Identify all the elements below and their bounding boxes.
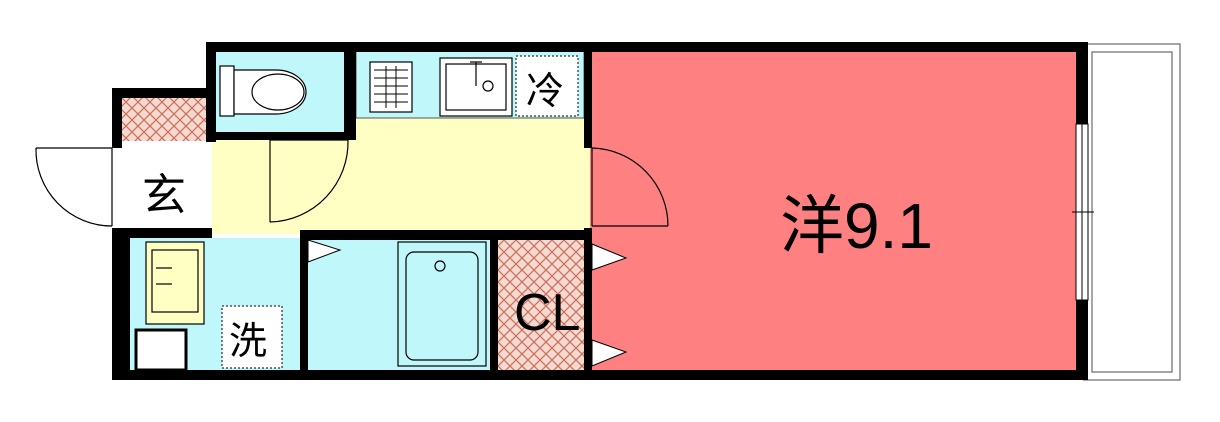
shoe-storage <box>122 96 210 141</box>
kitchen-sink-icon <box>439 57 513 117</box>
entrance-door <box>35 147 113 227</box>
entrance-label: 玄 <box>142 170 186 221</box>
closet-doors <box>591 243 628 367</box>
closet <box>498 238 586 370</box>
fridge-label: 冷 <box>526 69 564 113</box>
fridge-space <box>515 55 579 117</box>
western-door <box>591 147 670 228</box>
balcony <box>1083 43 1181 381</box>
window <box>1072 123 1094 301</box>
western-room-label: 洋9.1 <box>780 190 933 262</box>
toilet-door <box>269 139 349 223</box>
entrance-floor <box>122 148 212 230</box>
closet-label: CL <box>514 284 580 342</box>
stove-icon <box>369 61 413 113</box>
washroom-storage <box>134 328 188 372</box>
western-room <box>590 50 1080 375</box>
washer-space <box>221 305 283 369</box>
wash-basin-icon <box>145 241 205 325</box>
bathroom-door <box>307 239 342 263</box>
washroom-label: 洗 <box>229 319 267 363</box>
toilet-icon <box>219 65 307 117</box>
bathtub-icon <box>397 241 487 367</box>
